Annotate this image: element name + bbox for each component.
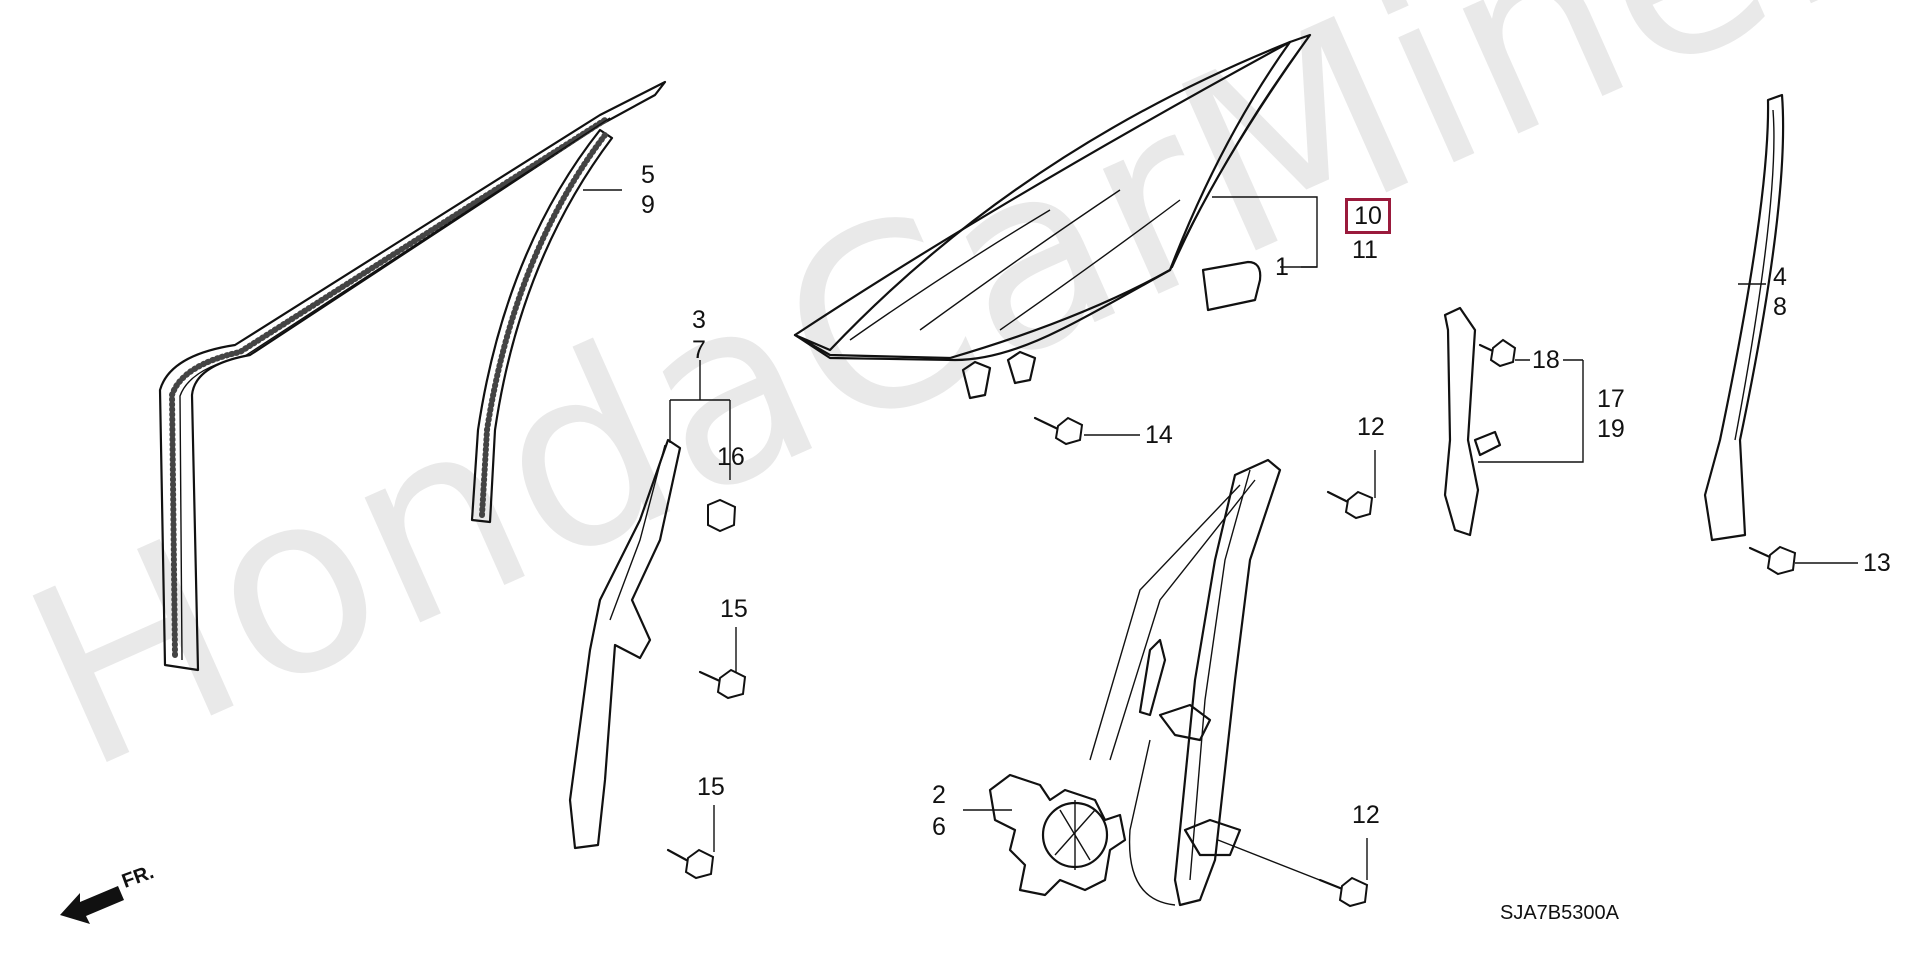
rear-run-channel[interactable] xyxy=(1703,93,1785,542)
callout-13[interactable]: 13 xyxy=(1863,549,1891,577)
callout-18[interactable]: 18 xyxy=(1532,346,1560,374)
outer-run-channel[interactable] xyxy=(158,80,667,672)
bracket[interactable] xyxy=(1443,306,1502,537)
bolt-18[interactable] xyxy=(1478,338,1517,368)
callout-12-upper[interactable]: 12 xyxy=(1357,413,1385,441)
diagram-code: SJA7B5300A xyxy=(1500,902,1619,924)
callout-1[interactable]: 1 xyxy=(1275,253,1289,281)
bolt-15-upper[interactable] xyxy=(698,668,747,700)
regulator-motor[interactable] xyxy=(988,773,1127,897)
callout-10-highlighted[interactable]: 10 xyxy=(1345,198,1391,234)
nut-16[interactable] xyxy=(707,498,737,533)
leader-lines xyxy=(583,189,1858,889)
callout-4[interactable]: 4 xyxy=(1773,263,1787,291)
callout-9[interactable]: 9 xyxy=(641,191,655,219)
callout-5[interactable]: 5 xyxy=(641,161,655,189)
callout-11[interactable]: 11 xyxy=(1352,236,1378,264)
front-sash[interactable] xyxy=(568,438,682,850)
bolt-15-lower[interactable] xyxy=(666,848,715,880)
inner-run-channel[interactable] xyxy=(470,128,614,524)
callout-8[interactable]: 8 xyxy=(1773,293,1787,321)
callout-6[interactable]: 6 xyxy=(932,813,946,841)
callout-19[interactable]: 19 xyxy=(1597,415,1625,443)
door-glass[interactable] xyxy=(793,33,1312,400)
callout-14[interactable]: 14 xyxy=(1145,421,1173,449)
callout-15-lower[interactable]: 15 xyxy=(697,773,725,801)
front-arrow-icon xyxy=(60,886,124,924)
callout-2[interactable]: 2 xyxy=(932,781,946,809)
bolt-12-upper[interactable] xyxy=(1326,490,1374,520)
sticker[interactable] xyxy=(1201,260,1262,312)
callout-7[interactable]: 7 xyxy=(692,336,706,364)
bolt-14[interactable] xyxy=(1033,416,1084,446)
callout-12-lower[interactable]: 12 xyxy=(1352,801,1380,829)
callout-3[interactable]: 3 xyxy=(692,306,706,334)
window-regulator[interactable] xyxy=(1089,458,1282,907)
bolt-13[interactable] xyxy=(1748,545,1797,576)
callout-15-upper[interactable]: 15 xyxy=(720,595,748,623)
callout-17[interactable]: 17 xyxy=(1597,385,1625,413)
callout-16[interactable]: 16 xyxy=(717,443,745,471)
